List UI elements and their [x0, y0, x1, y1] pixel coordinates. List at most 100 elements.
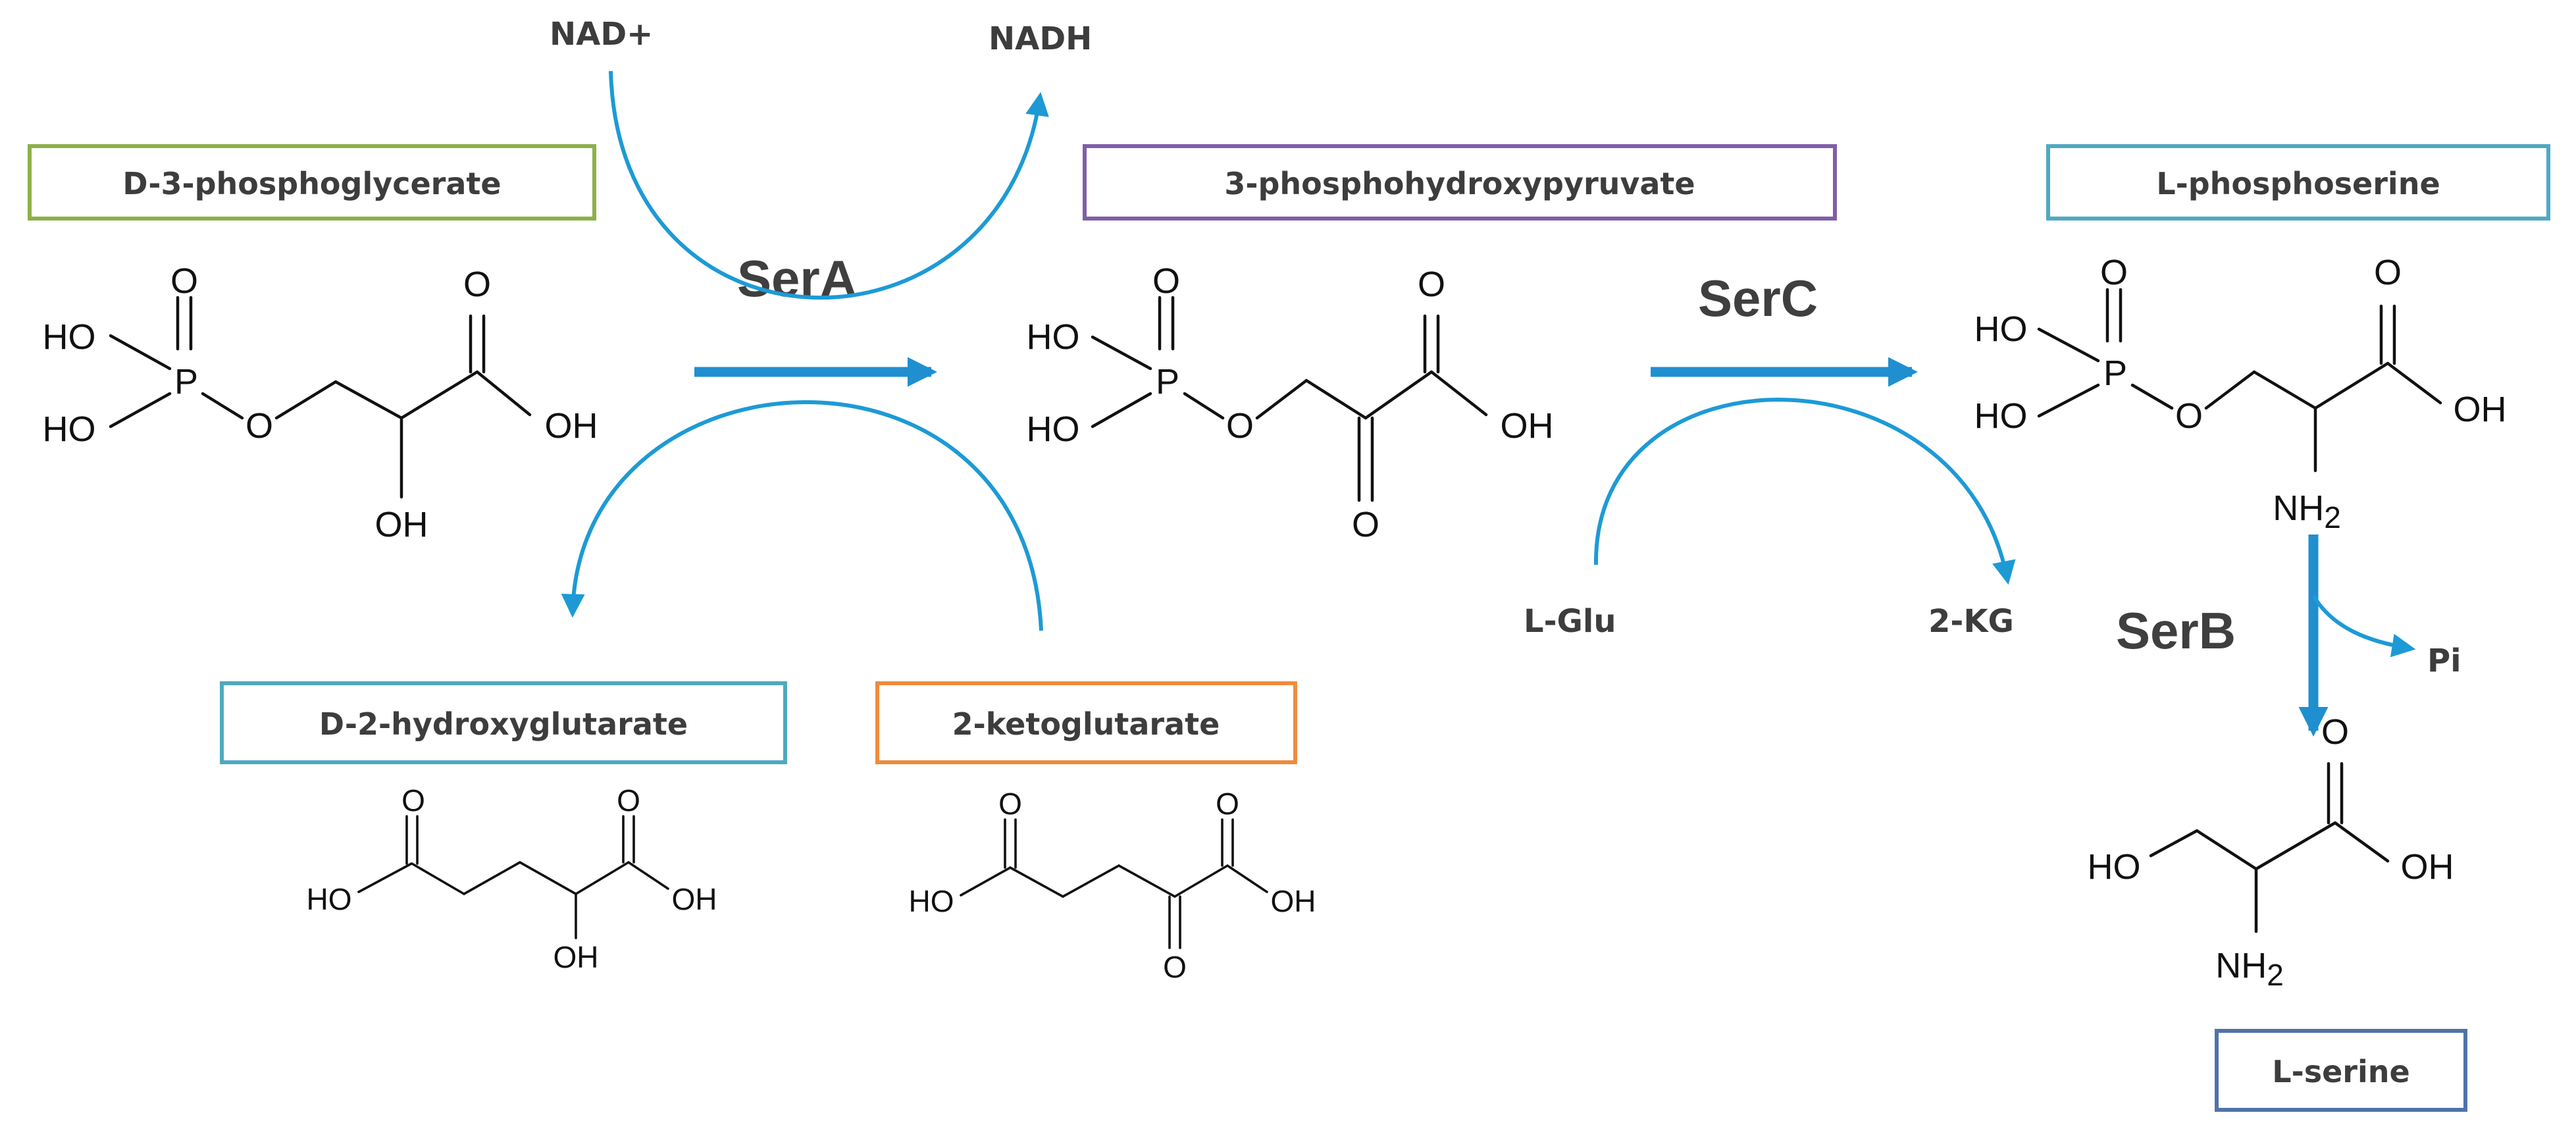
- ser-box-border: [2215, 1029, 2467, 1112]
- bond: [2254, 821, 2337, 871]
- bond: [2195, 829, 2258, 871]
- bond: [960, 866, 1012, 897]
- atom-ho: HO: [909, 884, 954, 918]
- bond: [475, 370, 532, 417]
- lps-box-border: [2046, 144, 2550, 221]
- bond: [1118, 864, 1176, 898]
- lps-label: L-phosphoserine: [2156, 166, 2440, 201]
- bond: [357, 862, 413, 893]
- akg-label-box: 2-ketoglutarate: [875, 681, 1297, 764]
- bond: [2037, 383, 2100, 418]
- glu-to-kg-curve-arrow: [1593, 398, 2016, 585]
- ser-label: L-serine: [2272, 1054, 2409, 1089]
- d3pg-box-border: [28, 144, 596, 221]
- l-glu-label: L-Glu: [1524, 603, 1616, 640]
- atom-o: O: [2374, 253, 2402, 292]
- bond: [1091, 392, 1152, 429]
- ser-structure: O HO OH NH2: [2088, 712, 2454, 992]
- atom-nh: NH2: [2273, 488, 2341, 535]
- d3pg-structure: O HO P HO O O OH OH: [43, 261, 598, 544]
- bond: [575, 861, 630, 895]
- d2hg-structure: O O HO OH OH: [307, 783, 717, 974]
- atom-ho: HO: [1027, 409, 1080, 449]
- atom-o: O: [1163, 950, 1187, 984]
- d3pg-label-box: D-3-phosphoglycerate: [28, 144, 596, 221]
- atom-ho: HO: [307, 882, 352, 916]
- serb-enzyme-label: SerB: [2116, 602, 2236, 660]
- atom-o: O: [1216, 787, 1239, 821]
- bond: [411, 862, 465, 895]
- phosphate-release-arrow: [2311, 594, 2416, 658]
- pi-label: Pi: [2427, 642, 2461, 679]
- serc-enzyme-label: SerC: [1698, 269, 1818, 327]
- bond: [1430, 370, 1488, 417]
- atom-o: O: [463, 265, 491, 304]
- akg-structure: O O HO OH O: [909, 787, 1316, 984]
- atom-o: O: [2175, 396, 2203, 436]
- atom-ho: HO: [2088, 847, 2141, 887]
- bond: [1304, 379, 1368, 420]
- php-box-border: [1083, 144, 1837, 221]
- nadh-label: NADH: [989, 20, 1092, 57]
- ser-label-box: L-serine: [2215, 1029, 2467, 1112]
- atom-oh: OH: [2401, 847, 2454, 887]
- bond: [399, 370, 479, 420]
- atom-o: O: [2321, 712, 2349, 752]
- atom-o: O: [401, 783, 425, 818]
- atom-o: O: [170, 261, 198, 301]
- bond: [1226, 864, 1268, 893]
- nad-plus-label: NAD+: [550, 16, 653, 53]
- bond: [1183, 392, 1225, 420]
- bond: [2204, 370, 2256, 410]
- atom-oh: OH: [554, 940, 599, 974]
- d2hg-label-box: D-2-hydroxyglutarate: [220, 681, 787, 764]
- 2-kg-label: 2-KG: [1928, 603, 2014, 640]
- akg-to-d2hg-curve-arrow: [561, 400, 1043, 631]
- atom-o: O: [1418, 265, 1445, 304]
- akg-label: 2-ketoglutarate: [952, 706, 1220, 742]
- atom-oh: OH: [545, 406, 598, 446]
- bond: [274, 380, 338, 420]
- bond: [519, 861, 577, 895]
- atom-ho: HO: [1974, 396, 2028, 436]
- php-label-box: 3-phosphohydroxypyruvate: [1083, 144, 1837, 221]
- atom-oh: OH: [672, 882, 717, 916]
- atom-o: O: [2100, 253, 2128, 292]
- atom-o: O: [245, 406, 273, 446]
- bond: [2130, 383, 2174, 410]
- atom-o: O: [1226, 406, 1254, 446]
- atom-oh: OH: [2454, 390, 2507, 429]
- atom-o: O: [998, 787, 1022, 821]
- d3pg-label: D-3-phosphoglycerate: [122, 166, 501, 201]
- bond: [201, 392, 244, 420]
- atom-o: O: [1152, 261, 1180, 301]
- bond: [1009, 866, 1064, 898]
- bond: [1091, 335, 1152, 371]
- lps-label-box: L-phosphoserine: [2046, 144, 2550, 221]
- bond: [2149, 829, 2199, 858]
- atom-ho: HO: [1974, 309, 2028, 349]
- bond: [109, 392, 172, 429]
- atom-oh: OH: [1501, 406, 1554, 446]
- atom-p: P: [1156, 362, 1179, 402]
- atom-o: O: [617, 783, 640, 818]
- atom-p: P: [174, 362, 198, 402]
- bond: [463, 861, 521, 895]
- atom-oh: OH: [375, 505, 428, 544]
- atom-ho: HO: [1027, 317, 1080, 357]
- lps-structure: O HO P HO O O OH NH2: [1974, 253, 2507, 535]
- atom-p: P: [2103, 353, 2127, 393]
- bond: [1062, 864, 1120, 898]
- php-structure: O HO P HO O O OH O: [1027, 261, 1554, 544]
- bond: [2333, 821, 2390, 863]
- nad-to-nadh-curve-arrow: [609, 70, 1049, 300]
- php-label: 3-phosphohydroxypyruvate: [1224, 166, 1695, 201]
- atom-ho: HO: [43, 409, 96, 449]
- akg-box-border: [875, 681, 1297, 764]
- bond: [334, 380, 403, 420]
- atom-oh: OH: [1271, 884, 1316, 918]
- bond: [2037, 327, 2100, 363]
- atom-nh: NH2: [2215, 946, 2284, 992]
- atom-ho: HO: [43, 317, 96, 357]
